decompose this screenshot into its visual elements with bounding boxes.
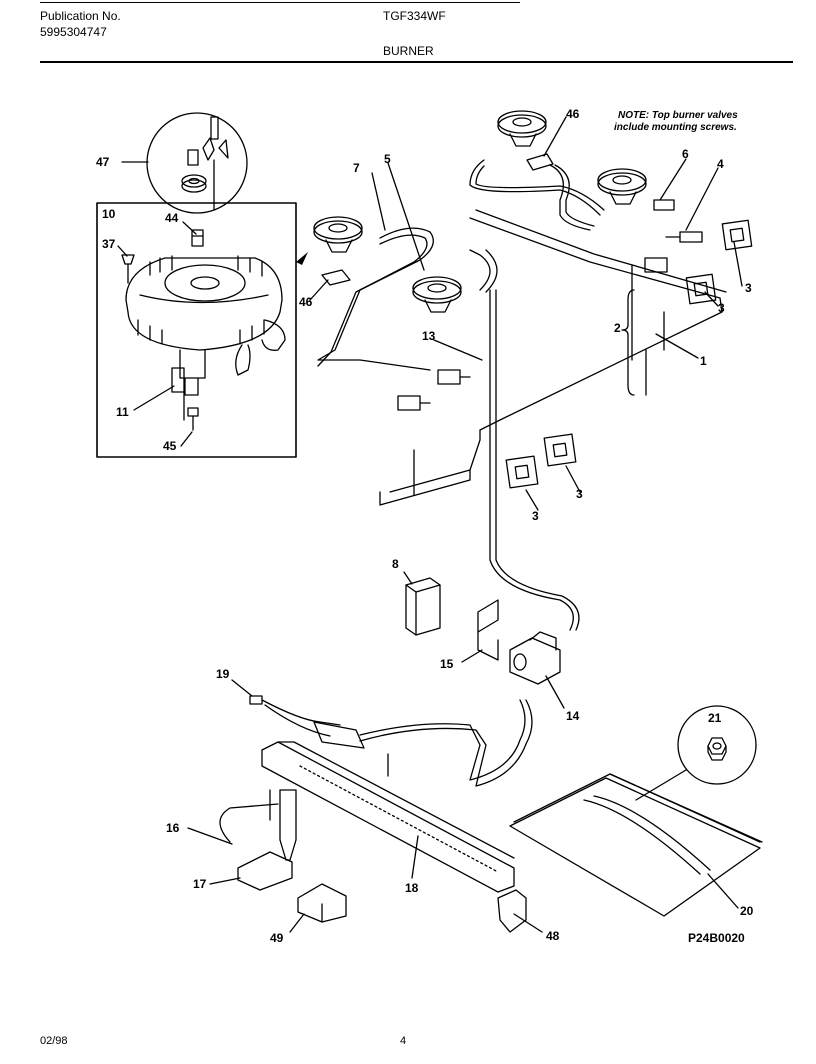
surface-burner-head [125,255,286,396]
section-title: BURNER [383,44,434,58]
callout-5: 5 [384,152,391,166]
model-number: TGF334WF [383,9,446,23]
detail-circle-47 [146,112,248,214]
oven-valve-14 [509,631,561,685]
callout-48: 48 [546,929,560,943]
detail-circle-21 [677,705,757,785]
callout-6: 6 [682,147,689,161]
callout-3-b: 3 [718,301,725,315]
valve-bracket-15 [477,599,499,661]
callout-14: 14 [566,709,580,723]
top-burner-rear [497,110,547,147]
callout-3-d: 3 [576,487,583,501]
callout-11: 11 [116,405,129,419]
valve-pad-3d [543,433,577,467]
bracket-48-bottom [497,889,527,933]
burner-screw-44 [191,229,204,247]
manifold-pipe-1 [379,209,727,506]
nut-21 [707,737,727,761]
igniter-16-17 [219,789,297,891]
burner-screw-37 [121,254,135,284]
callout-3-a: 3 [745,281,752,295]
callout-15: 15 [440,657,454,671]
callout-44: 44 [165,211,179,225]
air-shutter-11 [171,367,185,421]
valve-center [437,369,471,385]
top-burner-left [313,216,363,253]
publication-number: 5995304747 [40,25,107,39]
callout-7: 7 [353,161,360,175]
screw-45 [187,407,199,431]
callout-10: 10 [102,207,116,221]
diagram-code: P24B0020 [688,931,745,945]
callout-46-top: 46 [566,107,580,121]
footer-date: 02/98 [40,1035,68,1047]
callout-19: 19 [216,667,230,681]
valve-pad-3c [505,455,539,489]
header-rule [40,61,793,63]
valve-pad-3b [721,219,753,251]
bracket-49 [297,883,347,923]
callout-2: 2 [614,321,621,335]
valve-4 [665,231,703,243]
callout-46-left: 46 [299,295,313,309]
note-line-1: NOTE: Top burner valves [618,110,738,121]
callout-47: 47 [96,155,110,169]
header-top-rule [40,2,520,3]
bracket-46-top [526,153,554,171]
oven-burner-18 [261,741,515,893]
callout-20: 20 [740,904,754,918]
top-burner-right [597,168,647,205]
callout-17: 17 [193,877,207,891]
valve-pad-3a [685,273,717,305]
callout-3-c: 3 [532,509,539,523]
callout-4: 4 [717,157,724,171]
callout-49: 49 [270,931,284,945]
wire-harness-19 [249,695,365,749]
callout-45: 45 [163,439,177,453]
spark-module-8 [405,577,441,636]
callout-16: 16 [166,821,180,835]
valve-6 [653,199,675,211]
callout-18: 18 [405,881,419,895]
callout-13: 13 [422,329,436,343]
footer-page-number: 4 [400,1035,407,1047]
callout-37: 37 [102,237,116,251]
callout-1: 1 [700,354,707,368]
valve-left [397,395,431,411]
burner-tubes [317,159,605,787]
callout-8: 8 [392,557,399,571]
callout-21: 21 [708,711,722,725]
detail-box-10 [96,202,297,458]
valve-right [644,257,668,273]
baffle-20 [509,773,763,917]
publication-label: Publication No. [40,9,121,23]
note-line-2: include mounting screws. [614,122,737,133]
top-burner-center [412,276,462,313]
orifice-detail [181,116,229,211]
